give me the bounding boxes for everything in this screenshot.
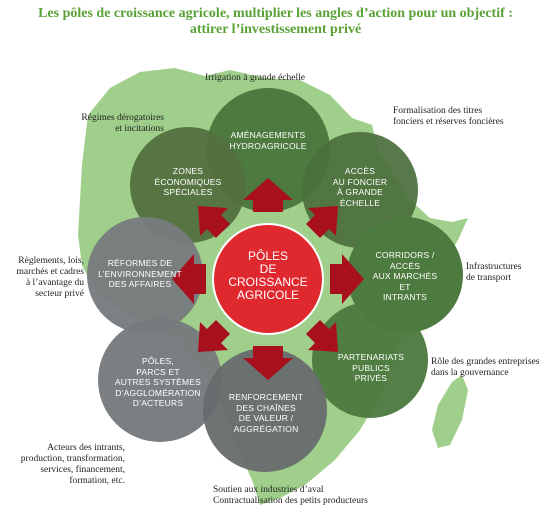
arrow-down-right [306, 320, 338, 352]
label-reformes: RÉFORMES DE L’ENVIRONNEMENT DES AFFAIRES [92, 258, 188, 290]
label-acces-foncier: ACCÈS AU FONCIER À GRANDE ÉCHELLE [320, 166, 400, 208]
arrow-up [243, 178, 293, 212]
label-poles-parcs: PÔLES, PARCS ET AUTRES SYSTÈMES D’AGGLOM… [105, 356, 211, 409]
note-irrigation: Irrigation à grande échelle [205, 73, 355, 84]
label-corridors: CORRIDORS / ACCÈS AUX MARCHÉS ET INTRANT… [362, 250, 448, 303]
label-partenariats-line-1: PARTENARIATS [337, 352, 405, 362]
circle-partenariats [312, 302, 428, 418]
label-corridors-line-2: ACCÈS [389, 260, 421, 271]
note-role-line-2: dans la gouvernance [431, 368, 509, 378]
note-regimes-line-1: Régimes dérogatoires [81, 113, 164, 123]
center-circle [212, 223, 324, 335]
label-poles-parcs-line-5: D’ACTEURS [132, 398, 184, 408]
title-line-2: attirer l’investissement privé [189, 22, 362, 37]
label-corridors-line-3: AUX MARCHÉS [372, 271, 438, 281]
label-poles-parcs-line-3: AUTRES SYSTÈMES [114, 377, 202, 387]
note-soutien-line-2: Contractualisation des petits producteur… [213, 496, 368, 506]
arrow-left [172, 254, 206, 304]
note-role-line-1: Rôle des grandes entreprises [431, 357, 540, 367]
label-poles-parcs-line-4: D’AGGLOMÉRATION [115, 387, 201, 398]
note-infrastructures-line-2: de transport [466, 273, 512, 283]
label-partenariats: PARTENARIATS PUBLICS PRIVÉS [328, 352, 414, 384]
note-infrastructures-line-1: Infrastructures [466, 262, 522, 272]
label-zones-line-3: SPÉCIALES [163, 187, 213, 197]
label-chaines-line-1: RENFORCEMENT [228, 392, 304, 402]
center-line-2: DE [259, 262, 277, 276]
note-formalisation-line-1: Formalisation des titres [393, 106, 483, 116]
note-acteurs: Acteurs des intrants, production, transf… [10, 443, 125, 487]
note-acteurs-line-1: Acteurs des intrants, [47, 443, 125, 453]
label-reformes-line-2: L’ENVIRONNEMENT [98, 268, 182, 279]
arrow-group [172, 178, 364, 380]
note-regimes-line-2: et incitations [115, 124, 164, 134]
note-reglements-line-1: Règlements, lois, [18, 256, 84, 266]
label-partenariats-line-2: PUBLICS [352, 362, 390, 373]
center-line-1: PÔLES [247, 249, 289, 263]
note-reglements-line-4: secteur privé [35, 289, 84, 299]
label-amenagements-line-2: HYDROAGRICOLE [229, 140, 307, 151]
diagram-title: Les pôles de croissance agricole, multip… [0, 6, 551, 38]
label-partenariats-line-3: PRIVÉS [354, 373, 388, 383]
circle-chaines [203, 348, 327, 472]
label-chaines-line-4: AGGRÉGATION [233, 423, 299, 434]
note-regimes: Régimes dérogatoires et incitations [44, 113, 164, 135]
note-formalisation: Formalisation des titres fonciers et rés… [393, 106, 543, 128]
label-zones: ZONES ÉCONOMIQUES SPÉCIALES [145, 166, 231, 198]
arrow-right [330, 254, 364, 304]
label-corridors-line-1: CORRIDORS / [375, 250, 435, 260]
label-zones-line-2: ÉCONOMIQUES [154, 176, 222, 187]
label-corridors-line-4: ET [399, 281, 411, 292]
note-reglements-line-3: à l’avantage du [25, 278, 84, 288]
madagascar-shape [432, 375, 468, 448]
circle-poles-parcs [98, 318, 222, 442]
arrow-down [243, 346, 293, 380]
note-reglements: Règlements, lois, marchés et cadres à l’… [4, 256, 84, 300]
title-line-1: Les pôles de croissance agricole, multip… [38, 6, 513, 21]
label-poles-parcs-line-1: PÔLES, [142, 356, 174, 366]
note-soutien: Soutien aux industries d’aval Contractua… [213, 485, 393, 507]
label-acces-foncier-line-1: ACCÈS [344, 166, 376, 176]
note-soutien-line-1: Soutien aux industries d’aval [213, 485, 324, 495]
note-reglements-line-2: marchés et cadres [16, 267, 84, 277]
circle-reformes [87, 217, 203, 333]
label-zones-line-1: ZONES [172, 166, 204, 176]
note-formalisation-line-2: fonciers et réserves foncières [393, 117, 504, 127]
arrow-up-left [198, 206, 230, 238]
label-reformes-line-3: DES AFFAIRES [108, 279, 172, 289]
center-line-3: CROISSANCE [228, 275, 308, 289]
label-amenagements-line-1: AMÉNAGEMENTS [230, 130, 306, 140]
center-line-4: AGRICOLE [236, 288, 299, 302]
label-acces-foncier-line-3: À GRANDE [337, 187, 383, 197]
label-amenagements: AMÉNAGEMENTS HYDROAGRICOLE [213, 130, 323, 151]
arrow-down-left [198, 320, 230, 352]
note-infrastructures: Infrastructures de transport [466, 262, 546, 284]
note-acteurs-line-4: formation, etc. [69, 476, 125, 486]
label-chaines-line-3: DE VALEUR / [238, 413, 294, 423]
label-chaines: RENFORCEMENT DES CHAÎNES DE VALEUR / AGG… [220, 392, 312, 434]
label-corridors-line-5: INTRANTS [382, 292, 428, 302]
label-acces-foncier-line-4: ÉCHELLE [339, 197, 381, 208]
center-label: PÔLES DE CROISSANCE AGRICOLE [213, 250, 323, 302]
note-acteurs-line-3: services, financement, [40, 465, 125, 475]
note-role: Rôle des grandes entreprises dans la gou… [431, 357, 549, 379]
label-reformes-line-1: RÉFORMES DE [107, 258, 173, 268]
note-irrigation-line-1: Irrigation à grande échelle [205, 73, 305, 83]
label-chaines-line-2: DES CHAÎNES [236, 402, 296, 413]
label-poles-parcs-line-2: PARCS ET [136, 366, 180, 377]
label-acces-foncier-line-2: AU FONCIER [332, 176, 388, 187]
arrow-up-right [306, 206, 338, 238]
note-acteurs-line-2: production, transformation, [20, 454, 125, 464]
